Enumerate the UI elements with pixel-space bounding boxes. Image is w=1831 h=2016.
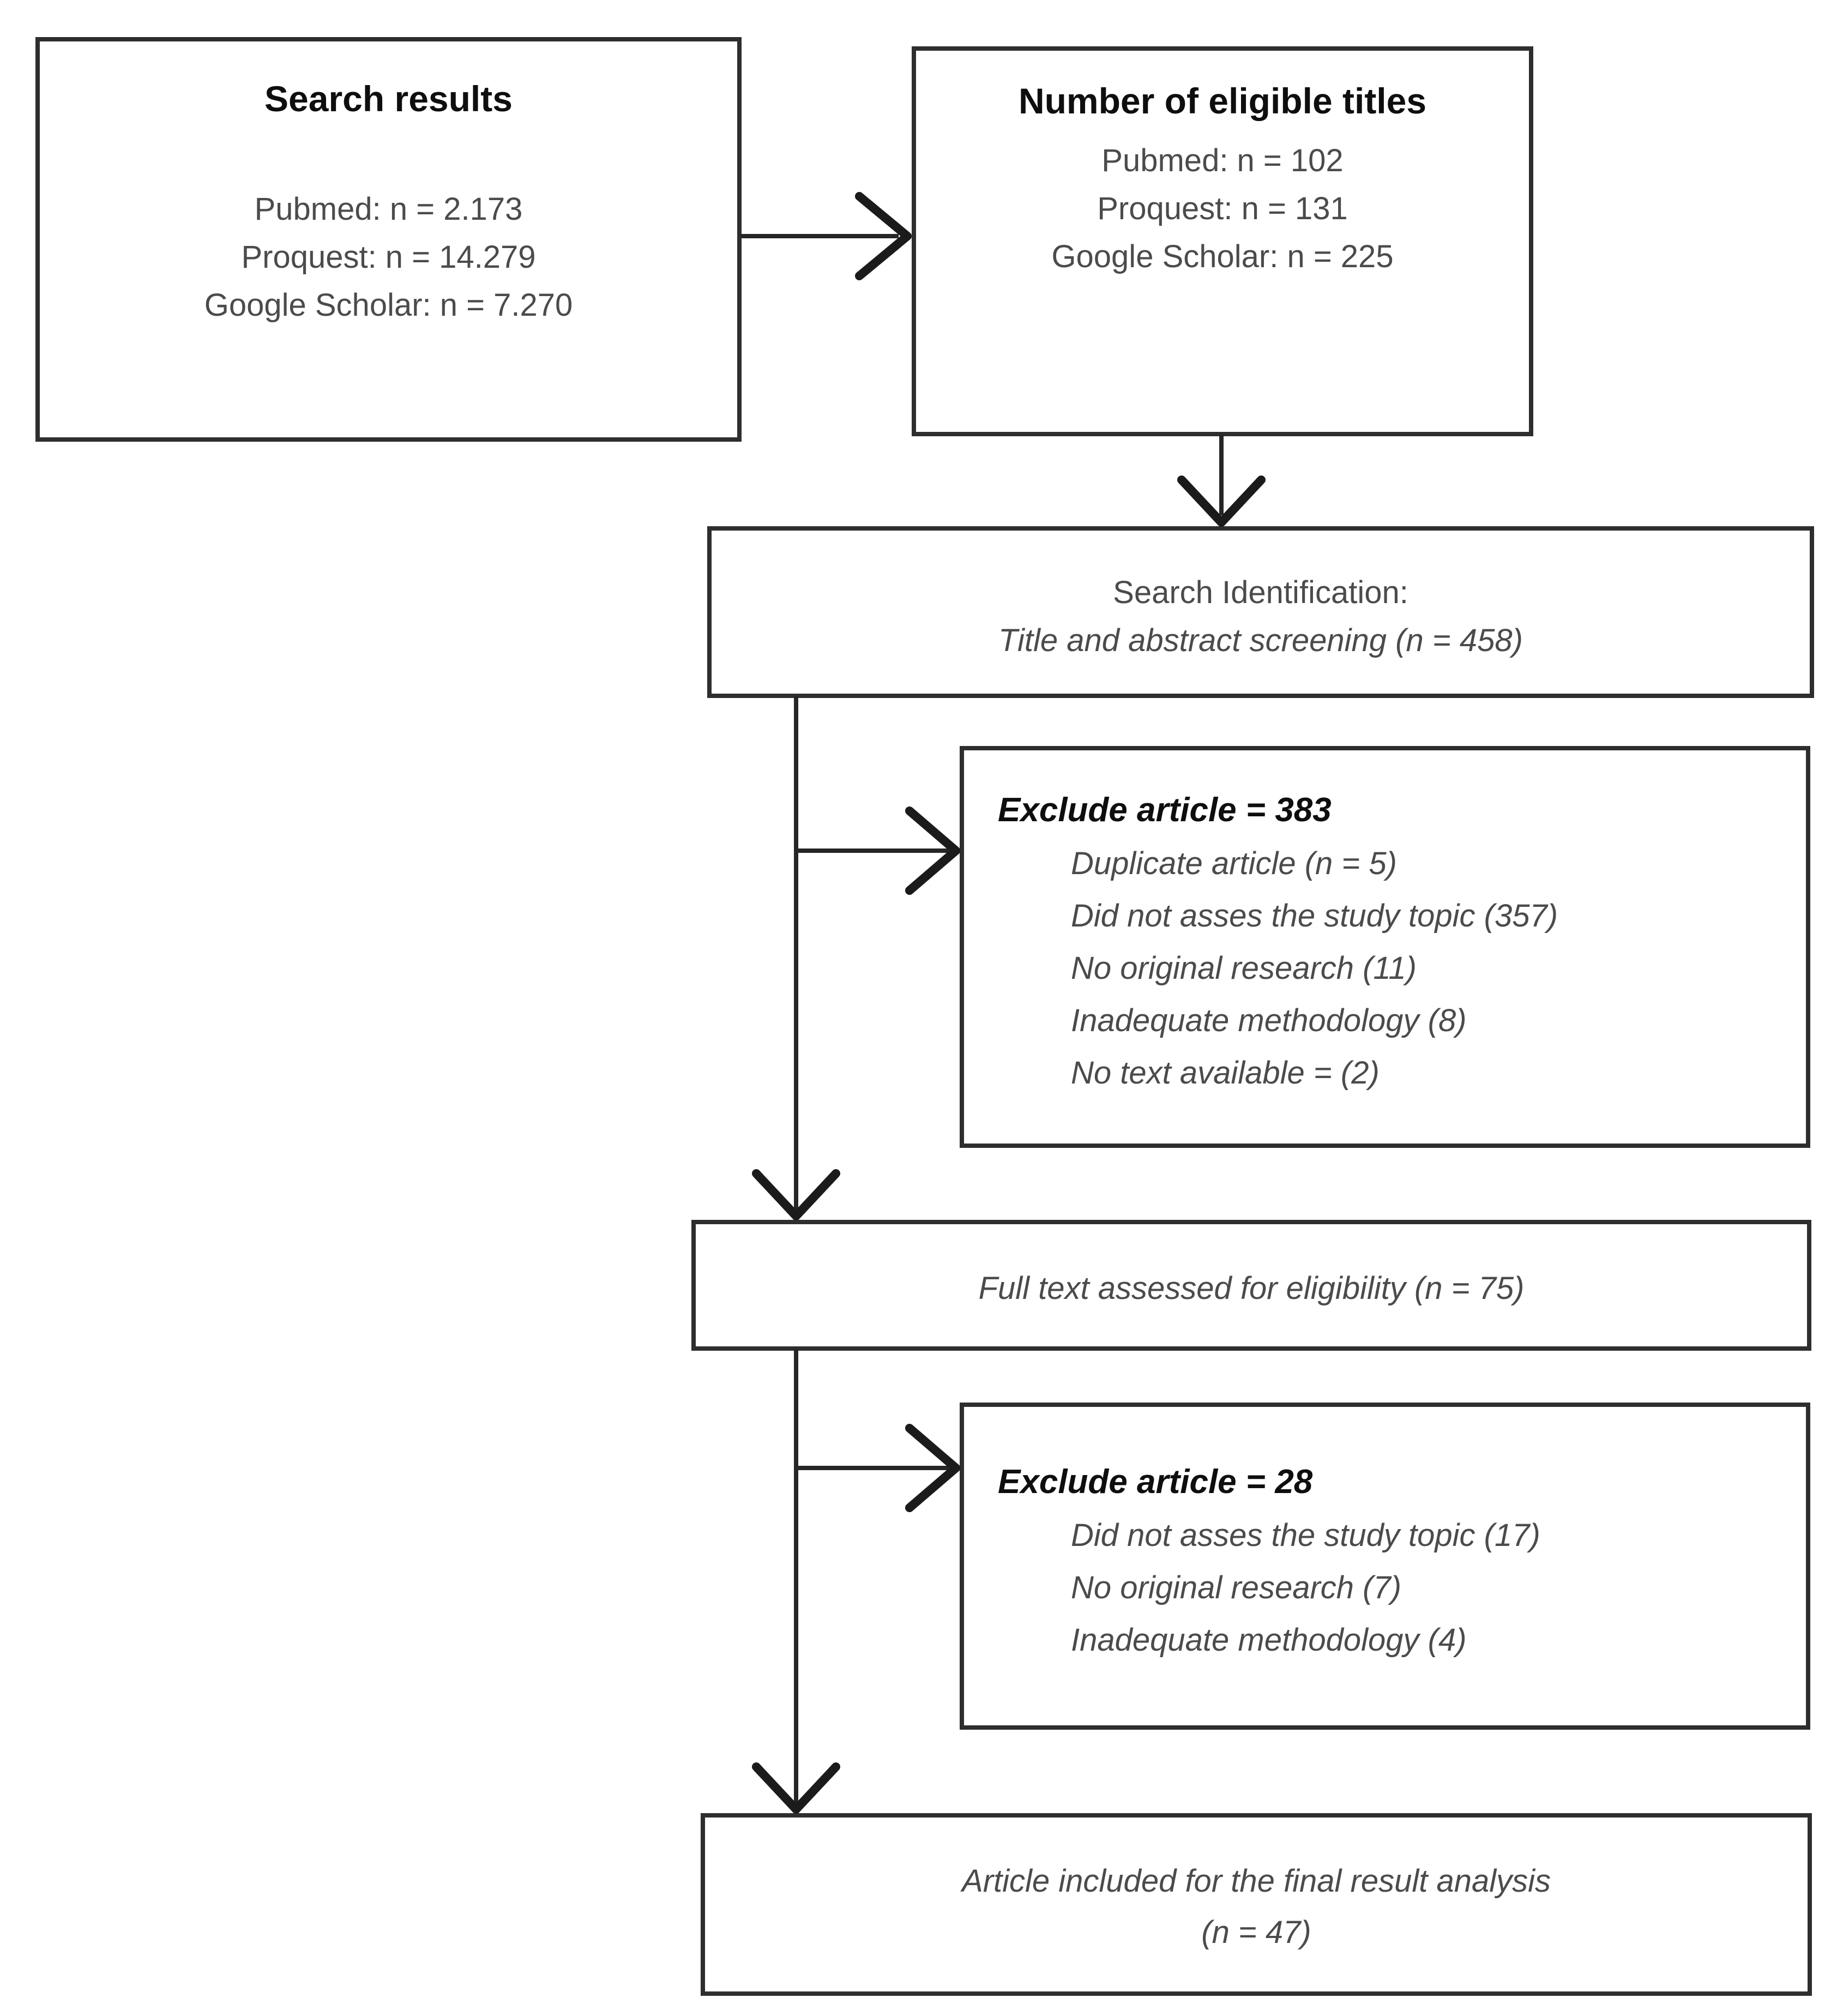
eligible-titles-items: Pubmed: n = 102 Proquest: n = 131 Google… [916,137,1529,281]
search-results-item-pubmed: Pubmed: n = 2.173 [254,191,523,227]
exclude-1-item-methodology: Inadequate methodology (8) [1071,1003,1467,1038]
search-results-item-google-scholar: Google Scholar: n = 7.270 [204,287,573,323]
eligible-titles-title: Number of eligible titles [1018,81,1427,121]
line-fulltext-to-included [752,1349,840,1814]
arrow-eligible-to-screening [1177,435,1266,527]
title-abstract-screening-label: Title and abstract screening (n = 458) [998,623,1523,658]
search-results-item-proquest: Proquest: n = 14.279 [241,239,536,275]
included-final-label: Article included for the final result an… [962,1863,1551,1899]
search-identification-label: Search Identification: [1113,575,1408,610]
down-arrowhead-icon [1177,476,1266,527]
box-full-text-assessed: Full text assessed for eligibility (n = … [691,1220,1811,1351]
exclude-2-item-no-original: No original research (7) [1071,1570,1402,1605]
eligible-titles-item-proquest: Proquest: n = 131 [1097,191,1348,226]
box-included-final: Article included for the final result an… [701,1813,1812,1996]
box-eligible-titles: Number of eligible titles Pubmed: n = 10… [912,46,1533,436]
exclude-2-item-methodology: Inadequate methodology (4) [1071,1622,1467,1658]
down-arrowhead-icon [752,1169,840,1220]
full-text-assessed-label: Full text assessed for eligibility (n = … [978,1271,1525,1306]
arrow-branch-to-exclude-1 [796,807,960,895]
exclude-1-item-no-text: No text available = (2) [1071,1055,1380,1091]
exclude-1-item-no-original: No original research (11) [1071,950,1417,986]
exclude-1-items: Duplicate article (n = 5) Did not asses … [964,838,1806,1099]
right-arrowhead-icon [905,807,960,895]
right-arrowhead-icon [905,1424,960,1512]
exclude-2-title: Exclude article = 28 [998,1463,1313,1501]
exclude-1-item-duplicate: Duplicate article (n = 5) [1071,846,1397,881]
search-results-title: Search results [264,79,513,119]
exclude-2-item-not-topic: Did not asses the study topic (17) [1071,1518,1540,1553]
box-exclude-2: Exclude article = 28 Did not asses the s… [960,1403,1810,1730]
eligible-titles-item-google-scholar: Google Scholar: n = 225 [1051,239,1394,274]
exclude-1-item-not-topic: Did not asses the study topic (357) [1071,898,1558,934]
exclude-1-title: Exclude article = 383 [998,791,1332,829]
eligible-titles-item-pubmed: Pubmed: n = 102 [1101,143,1344,178]
included-final-count: (n = 47) [1201,1915,1311,1950]
exclude-2-items: Did not asses the study topic (17) No or… [964,1509,1806,1666]
down-arrowhead-icon [752,1762,840,1814]
right-arrowhead-icon [855,192,912,280]
search-results-items: Pubmed: n = 2.173 Proquest: n = 14.279 G… [40,185,737,329]
box-exclude-1: Exclude article = 383 Duplicate article … [960,746,1810,1148]
arrow-branch-to-exclude-2 [796,1424,960,1512]
box-search-identification: Search Identification: Title and abstrac… [707,526,1814,698]
line-screening-to-fulltext [752,696,840,1220]
arrow-results-to-eligible [740,192,912,280]
box-search-results: Search results Pubmed: n = 2.173 Proques… [35,37,742,442]
